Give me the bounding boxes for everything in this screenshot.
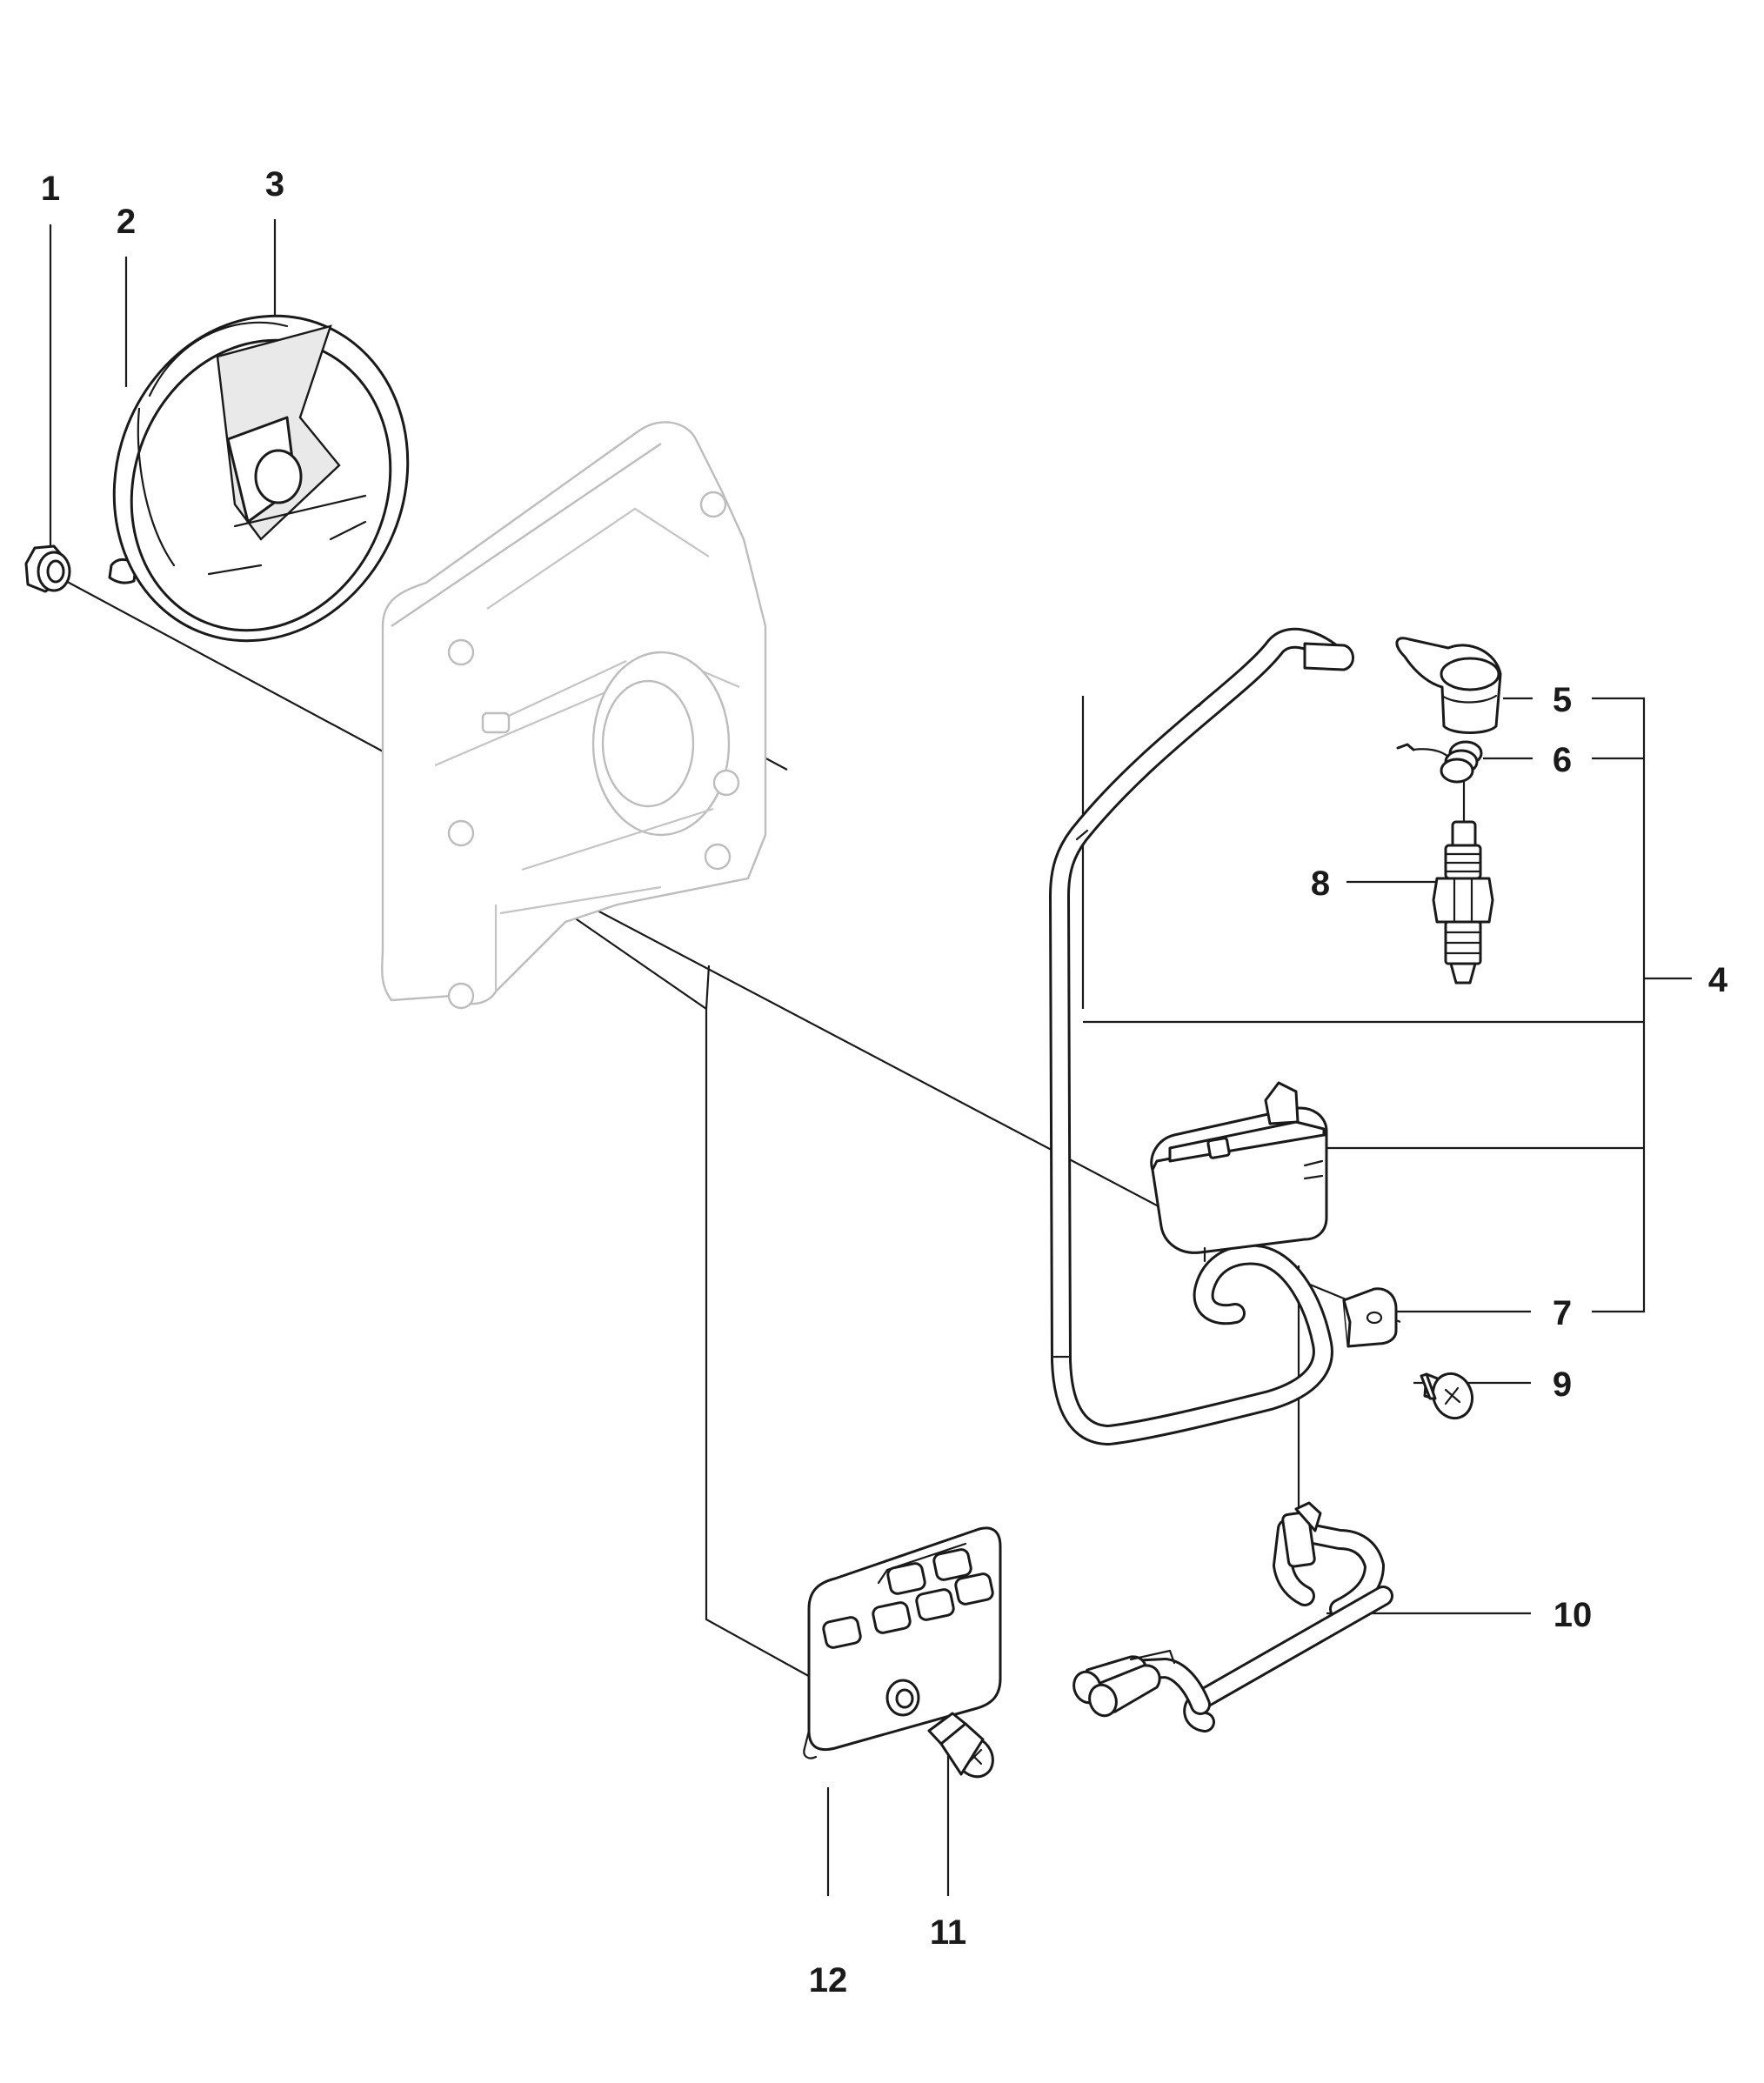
callout-4: 4 [1708, 961, 1728, 999]
callout-labels: 1 2 3 4 5 6 7 8 9 10 11 12 [41, 165, 1728, 2000]
part-clip [1342, 1287, 1398, 1348]
callout-2: 2 [117, 203, 136, 241]
callout-10: 10 [1554, 1596, 1593, 1634]
callout-11: 11 [930, 1913, 966, 1952]
part-ignition-lead [1049, 627, 1354, 1445]
part-short-circuit-cable [1072, 1501, 1393, 1732]
callout-9: 9 [1553, 1365, 1572, 1404]
callout-12: 12 [809, 1961, 848, 2000]
part-spark-plug [1432, 820, 1494, 985]
part-ignition-module [1150, 1081, 1328, 1263]
part-screw-9 [1420, 1372, 1474, 1420]
part-nut [24, 544, 71, 593]
part-flywheel [112, 314, 410, 643]
part-cover-plate [803, 1526, 1002, 1759]
callout-6: 6 [1553, 741, 1572, 779]
callout-1: 1 [41, 170, 60, 208]
part-spark-plug-cap [1395, 637, 1502, 734]
part-screw-11 [927, 1712, 994, 1779]
callout-3: 3 [265, 165, 284, 204]
part-crankcase-ghost [381, 421, 767, 1010]
part-spring [1396, 740, 1483, 784]
callout-5: 5 [1553, 681, 1572, 719]
callout-8: 8 [1311, 865, 1330, 903]
callout-7: 7 [1553, 1294, 1572, 1332]
